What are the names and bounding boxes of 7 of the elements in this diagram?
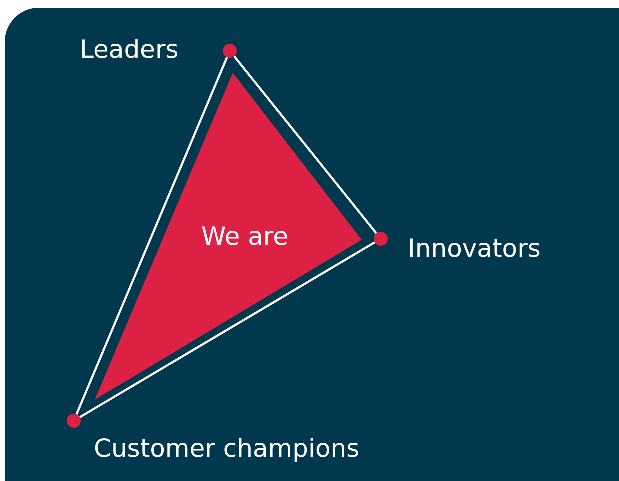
connector-line — [234, 56, 378, 234]
vertex-label: Customer champions — [94, 434, 360, 464]
vertex-label: Leaders — [80, 35, 179, 65]
connector-line — [79, 242, 376, 418]
vertex-label: Innovators — [408, 234, 541, 264]
center-label: We are — [202, 222, 288, 252]
connector-line — [76, 57, 228, 415]
